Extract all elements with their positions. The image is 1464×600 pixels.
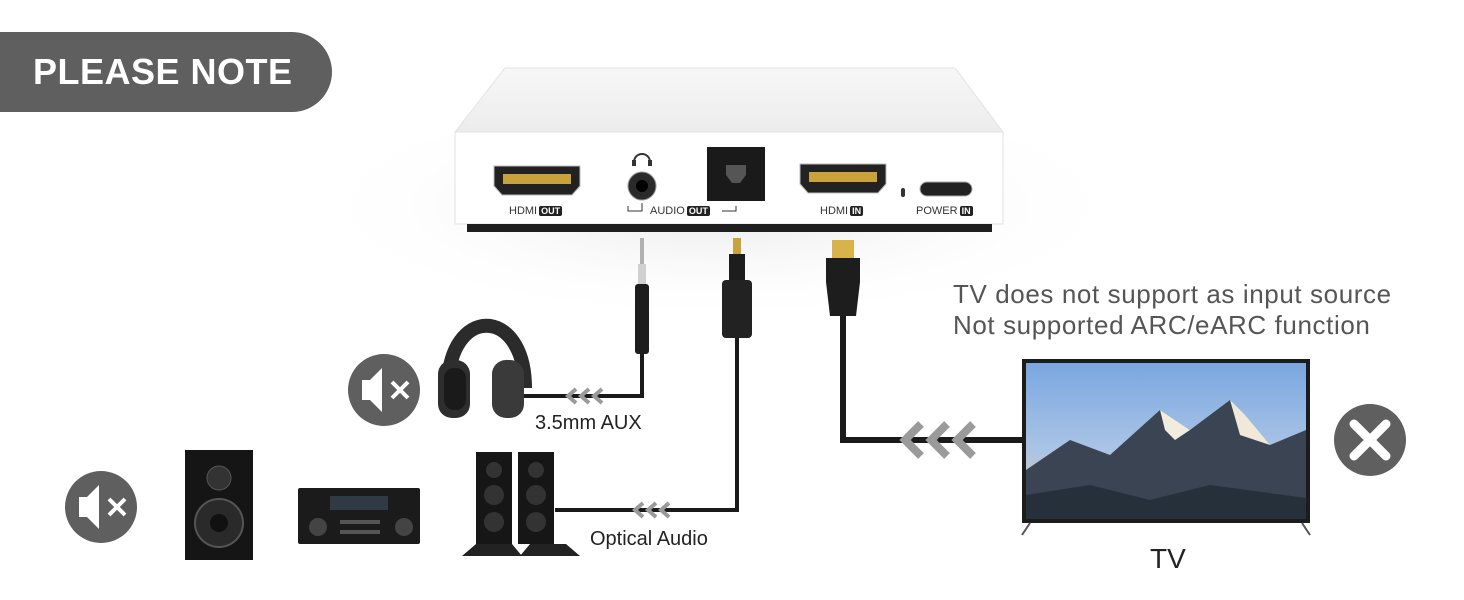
- x-circle-icon: [1334, 404, 1406, 476]
- hdmi-in-tag: IN: [850, 206, 864, 216]
- audio-jack-port: [627, 153, 737, 212]
- speaker-icon: [185, 450, 253, 560]
- audio-out-text: AUDIO: [650, 205, 685, 217]
- audio-out-tag: OUT: [686, 206, 710, 216]
- optical-cable: [555, 238, 752, 512]
- hdmi-arrow-icon: [899, 421, 976, 459]
- warning-line-2: Not supported ARC/eARC function: [953, 310, 1371, 340]
- optical-arrow-icon: [631, 501, 671, 519]
- hdmi-out-port: [493, 165, 581, 196]
- optical-port: [707, 147, 765, 201]
- tv-icon: [1021, 359, 1311, 536]
- hdmi-cable: [826, 240, 1025, 443]
- status-led: [901, 188, 905, 197]
- mute-icon: [65, 471, 137, 543]
- mute-icon: [348, 354, 420, 426]
- aux-cable: [512, 238, 649, 398]
- hdmi-out-tag: OUT: [539, 206, 563, 216]
- usb-c-port: [919, 181, 973, 197]
- aux-label: 3.5mm AUX: [535, 412, 642, 434]
- tv-label: TV: [1150, 543, 1186, 574]
- aux-arrow-icon: [564, 387, 604, 405]
- headphones-icon: [438, 318, 532, 418]
- av-receiver-icon: [298, 488, 420, 544]
- please-note-text: PLEASE NOTE: [33, 51, 293, 92]
- hdmi-in-text: HDMI: [820, 205, 849, 217]
- warning-line-1: TV does not support as input source: [953, 279, 1392, 309]
- please-note-badge: PLEASE NOTE: [0, 32, 332, 112]
- hdmi-out-text: HDMI: [509, 205, 538, 217]
- tower-speakers-icon: [462, 452, 580, 556]
- hdmi-in-port: [799, 163, 887, 194]
- power-in-text: POWER: [916, 205, 958, 217]
- optical-label: Optical Audio: [590, 528, 708, 550]
- power-in-tag: IN: [959, 206, 973, 216]
